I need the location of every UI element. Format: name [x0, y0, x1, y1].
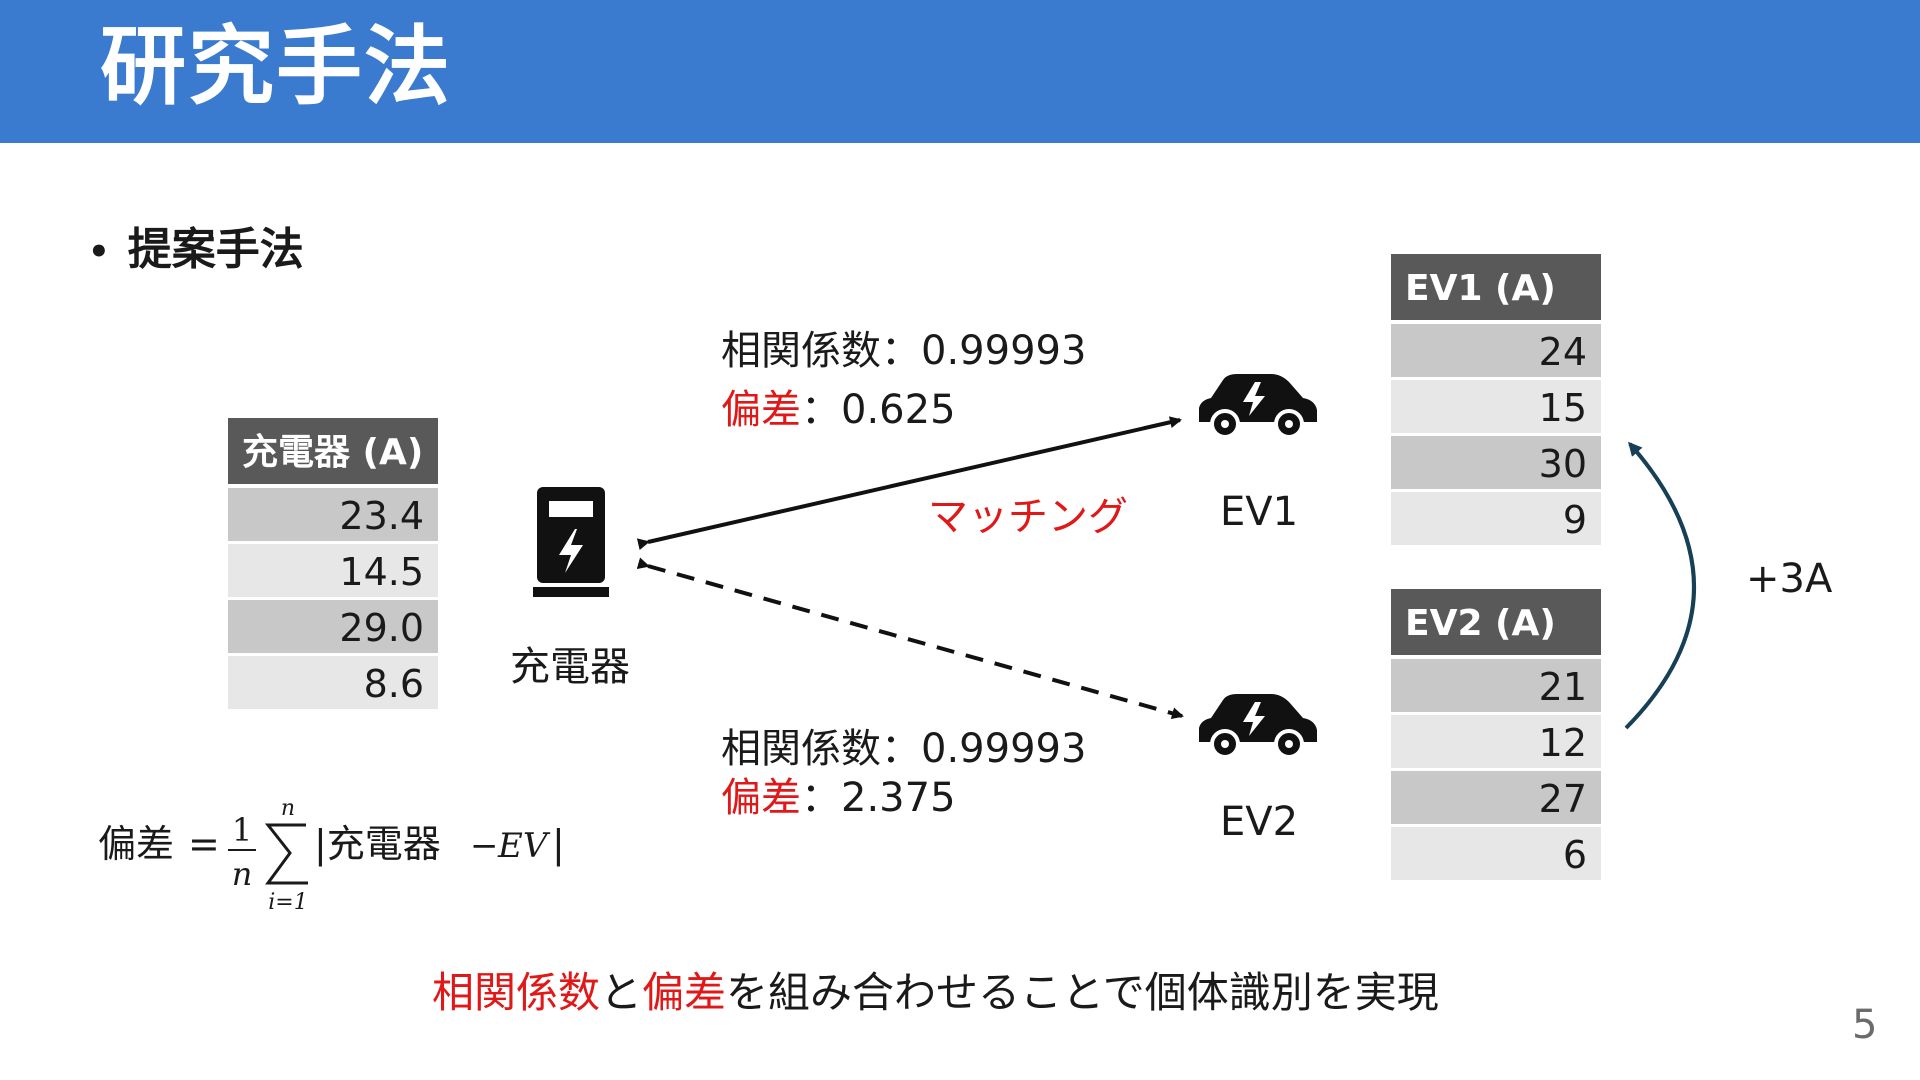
ev2-label: EV2	[1220, 799, 1299, 845]
offset-label: +3A	[1746, 556, 1833, 602]
corr-label: 相関係数	[721, 328, 881, 374]
bullet-text: 提案手法	[127, 224, 304, 275]
table-row: 24	[1391, 324, 1601, 380]
corr-value: 0.99993	[921, 726, 1087, 772]
ev1-table-header: EV1 (A)	[1391, 254, 1601, 324]
ev1-label: EV1	[1220, 489, 1299, 535]
ev1-table: EV1 (A) 24 15 30 9	[1391, 254, 1601, 548]
dev-value: 2.375	[841, 775, 956, 821]
table-row: 12	[1391, 715, 1601, 771]
ev1-correlation: 相関係数：0.99993	[721, 328, 1087, 374]
formula-numerator: 1	[232, 811, 252, 849]
bullet-heading: • 提案手法	[88, 222, 304, 280]
table-row: 29.0	[228, 600, 438, 656]
slide-title: 研究手法	[100, 17, 452, 117]
formula-minus: −	[470, 826, 499, 866]
formula-var: EV	[497, 826, 551, 866]
ev-charger-icon	[533, 487, 609, 597]
candidate-arrow-dashed	[636, 557, 1184, 720]
matching-arrow	[636, 416, 1182, 551]
sum-lower-limit: i=1	[268, 890, 307, 915]
dev-label: 偏差	[721, 775, 801, 821]
matching-label: マッチング	[928, 494, 1128, 540]
table-row: 30	[1391, 436, 1601, 492]
dev-value: 0.625	[841, 387, 956, 433]
charger-label: 充電器	[510, 644, 630, 690]
table-row: 21	[1391, 659, 1601, 715]
electric-car-icon	[1199, 694, 1317, 759]
sum-symbol	[264, 823, 308, 885]
title-bar: 研究手法	[0, 0, 1920, 143]
table-row: 6	[1391, 827, 1601, 883]
table-row: 14.5	[228, 544, 438, 600]
sum-upper-limit: n	[281, 796, 295, 821]
table-row: 8.6	[228, 656, 438, 712]
formula-denominator: n	[232, 855, 253, 893]
deviation-formula: 偏差 = 1 n n i=1 |充電器 − EV |	[98, 796, 565, 915]
offset-arrow-curve	[1624, 441, 1696, 730]
charger-table: 充電器 (A) 23.4 14.5 29.0 8.6	[228, 418, 438, 712]
ev2-table: EV2 (A) 21 12 27 6	[1391, 589, 1601, 883]
formula-close: |	[552, 822, 565, 867]
ev1-deviation: 偏差：0.625	[721, 387, 956, 433]
conclusion-corr: 相関係数	[432, 968, 601, 1017]
charger-table-header: 充電器 (A)	[228, 418, 438, 488]
conclusion-dev: 偏差	[642, 968, 727, 1017]
electric-car-icon	[1199, 374, 1317, 439]
table-row: 9	[1391, 492, 1601, 548]
ev2-correlation: 相関係数：0.99993	[721, 726, 1087, 772]
formula-body: |充電器	[314, 822, 441, 867]
corr-value: 0.99993	[921, 328, 1087, 374]
ev2-deviation: 偏差：2.375	[721, 775, 956, 821]
formula-lhs: 偏差	[98, 822, 174, 866]
page-number: 5	[1852, 1002, 1878, 1048]
corr-label: 相関係数	[721, 726, 881, 772]
table-row: 27	[1391, 771, 1601, 827]
ev2-table-header: EV2 (A)	[1391, 589, 1601, 659]
dev-label: 偏差	[721, 387, 801, 433]
table-row: 15	[1391, 380, 1601, 436]
formula-equals: =	[188, 822, 220, 866]
conclusion-text: 相関係数と偏差を組み合わせることで個体識別を実現	[432, 968, 1439, 1017]
table-row: 23.4	[228, 488, 438, 544]
bullet-dot: •	[88, 232, 110, 272]
